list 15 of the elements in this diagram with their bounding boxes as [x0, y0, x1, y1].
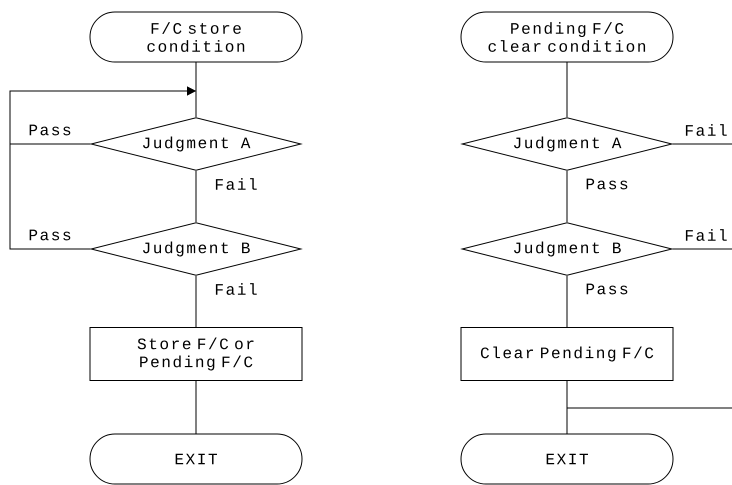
edge-label: Pass	[586, 178, 628, 190]
edge-label: Fail	[686, 229, 727, 241]
connector-line	[566, 62, 568, 118]
connector-line	[672, 248, 732, 250]
process-box: Clear Pending F/C	[460, 327, 674, 381]
edge-label: Pass	[30, 230, 70, 240]
edge-label: Fail	[216, 178, 257, 190]
edge-label: Fail	[686, 124, 727, 136]
edge-label: Pass	[586, 284, 628, 294]
edge-label: Fail	[216, 283, 257, 295]
connector-line	[566, 276, 568, 328]
connector-line	[566, 380, 568, 434]
edge-label: Pass	[30, 124, 70, 136]
process-box: Store F/C or Pending F/C	[90, 327, 302, 381]
connector-line	[566, 170, 568, 222]
